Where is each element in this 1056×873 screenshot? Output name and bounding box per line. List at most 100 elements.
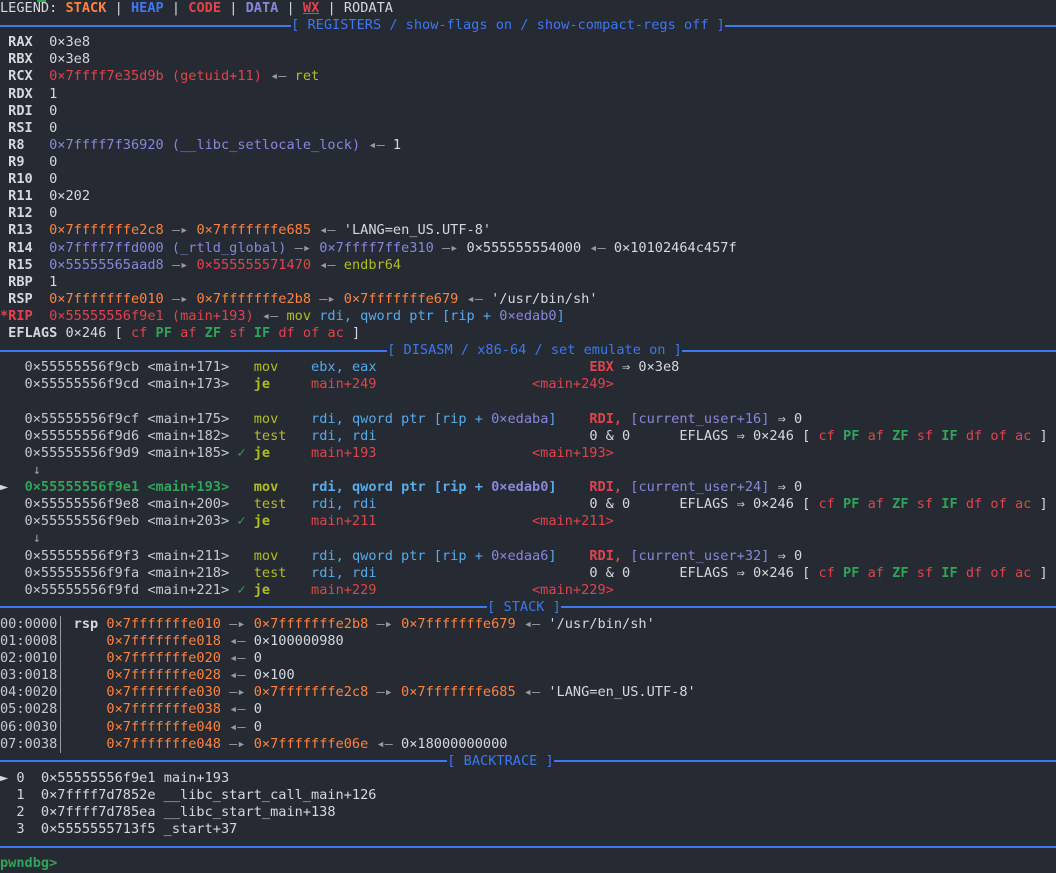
text-segment: 0×5555555713f5 _start+37 bbox=[40, 821, 238, 838]
register-row-r15: R15 0×55555565aad8 —▸ 0×555555571470 ◂— … bbox=[0, 257, 1056, 274]
text-segment: 0×7fffffffe685 bbox=[196, 222, 312, 239]
text-segment: 0×7ffff7e35d9b (getuid+11) bbox=[49, 68, 262, 85]
register-row-r14: R14 0×7ffff7ffd000 (_rtld_global) —▸ 0×7… bbox=[0, 240, 1056, 257]
register-row-r10: R10 0 bbox=[0, 171, 1056, 188]
disasm-arrow-2: ↓ bbox=[0, 530, 1056, 547]
text-segment: 0×7fffffffe2c8 bbox=[49, 222, 164, 239]
text-segment: rdi, qword ptr [rip + bbox=[311, 547, 492, 564]
text-segment: ◂— bbox=[220, 701, 254, 718]
text-segment: 'LANG=en_US.UTF-8' bbox=[343, 222, 492, 239]
text-segment: ► bbox=[0, 479, 9, 496]
stack-row-04: 04:0020│ 0×7fffffffe030 —▸ 0×7fffffffe2c… bbox=[0, 684, 1056, 702]
text-segment bbox=[884, 496, 892, 512]
text-segment: 0×7ffff7f36920 (__libc_setlocale_lock) bbox=[49, 136, 361, 153]
text-segment: ebx, eax bbox=[311, 359, 377, 376]
text-segment: ] bbox=[556, 307, 565, 324]
text-segment bbox=[246, 582, 254, 598]
text-segment bbox=[246, 445, 254, 461]
text-segment: cf bbox=[818, 496, 835, 513]
text-segment: 0×7fffffffe2b8 bbox=[196, 290, 312, 307]
text-segment: df bbox=[965, 496, 983, 513]
backtrace-header: [ BACKTRACE ] bbox=[0, 753, 1056, 770]
text-segment: 0×7fffffffe030 bbox=[106, 684, 221, 701]
text-segment: rdi, rdi bbox=[311, 564, 377, 581]
text-segment bbox=[377, 582, 533, 598]
text-segment: 0×edaba bbox=[491, 410, 549, 427]
text-segment: —▸ bbox=[163, 256, 197, 273]
text-segment: 0×555555571470 bbox=[196, 256, 312, 273]
text-segment bbox=[909, 565, 917, 581]
stack-row-07: 07:0038│ 0×7fffffffe048 —▸ 0×7fffffffe06… bbox=[0, 735, 1056, 753]
register-row-rbp: RBP 1 bbox=[0, 274, 1056, 291]
text-segment: sf bbox=[229, 325, 246, 342]
text-segment bbox=[246, 325, 254, 341]
text-segment: ZF bbox=[892, 427, 909, 444]
text-segment: 0×55555556f9e8 <main+200> bbox=[0, 496, 230, 513]
register-row-rcx: RCX 0×7ffff7e35d9b (getuid+11) ◂— ret bbox=[0, 68, 1056, 85]
separator-rule bbox=[560, 606, 1056, 609]
text-segment: RAX bbox=[0, 34, 33, 51]
separator-rule bbox=[553, 760, 1056, 763]
text-segment: '/usr/bin/sh' bbox=[548, 615, 655, 632]
text-segment: 0×edab0 bbox=[499, 307, 557, 324]
text-segment bbox=[229, 411, 254, 427]
text-segment: EFLAGS bbox=[0, 325, 58, 342]
text-segment: R12 bbox=[0, 205, 33, 222]
text-segment: 2 bbox=[0, 804, 41, 821]
text-segment bbox=[377, 513, 533, 529]
text-segment: endbr64 bbox=[343, 256, 402, 273]
text-segment: ✓ bbox=[237, 513, 246, 530]
prompt-line[interactable]: pwndbg> bbox=[0, 855, 1056, 872]
text-segment: ◂— bbox=[261, 68, 295, 85]
text-segment bbox=[8, 479, 24, 495]
text-segment: 1 bbox=[392, 136, 402, 153]
text-segment: <main+249> bbox=[532, 376, 614, 393]
text-segment bbox=[286, 428, 311, 444]
text-segment: ret bbox=[294, 68, 320, 85]
text-segment: STACK bbox=[65, 0, 107, 16]
column-divider: │ bbox=[57, 684, 65, 702]
text-segment bbox=[65, 650, 106, 666]
text-segment: [current_user+32] bbox=[630, 547, 770, 564]
text-segment: main+249 bbox=[311, 376, 377, 393]
text-segment: 0×55555556f9fa <main+218> bbox=[0, 564, 230, 581]
text-segment: RBP bbox=[0, 273, 33, 290]
text-segment: 0×7fffffffe679 bbox=[401, 615, 516, 632]
register-row-r13: R13 0×7fffffffe2c8 —▸ 0×7fffffffe685 ◂— … bbox=[0, 222, 1056, 239]
text-segment: rsp bbox=[73, 615, 99, 632]
text-segment: 06:0030 bbox=[0, 718, 58, 735]
text-segment: 0×55555556f9cf <main+175> bbox=[0, 410, 230, 427]
text-segment: ↓ bbox=[0, 461, 41, 478]
text-segment: EBX bbox=[589, 359, 614, 376]
text-segment: of bbox=[990, 496, 1007, 513]
text-segment: mov bbox=[253, 359, 279, 376]
text-segment bbox=[33, 86, 49, 102]
text-segment: R15 bbox=[0, 256, 33, 273]
column-divider: │ bbox=[57, 735, 65, 753]
separator-rule bbox=[0, 349, 388, 352]
text-segment bbox=[65, 633, 106, 649]
bottom-divider bbox=[0, 838, 1056, 855]
text-segment bbox=[377, 496, 590, 512]
text-segment bbox=[557, 548, 590, 564]
text-segment: PF bbox=[843, 427, 860, 444]
text-segment: ] bbox=[1031, 564, 1048, 581]
separator-rule bbox=[0, 24, 292, 27]
text-segment: RDI, bbox=[589, 410, 623, 427]
text-segment bbox=[1007, 428, 1015, 444]
text-segment bbox=[1007, 496, 1015, 512]
disasm-line-main171: 0×55555556f9cb <main+171> mov ebx, eax E… bbox=[0, 359, 1056, 376]
text-segment: 0×7ffff7d7852e __libc_start_call_main+12… bbox=[40, 787, 377, 804]
text-segment: ◂— bbox=[360, 136, 393, 153]
text-segment bbox=[33, 308, 49, 324]
text-segment: —▸ bbox=[311, 290, 344, 307]
section-title: [ BACKTRACE ] bbox=[447, 752, 554, 769]
text-segment: ] bbox=[343, 325, 361, 342]
text-segment: <main+211> bbox=[532, 513, 614, 530]
text-segment: 0×edab0 bbox=[491, 479, 549, 496]
text-segment: 3 bbox=[0, 821, 41, 838]
text-segment bbox=[557, 479, 590, 495]
text-segment: 07:0038 bbox=[0, 735, 58, 752]
text-segment: —▸ bbox=[368, 684, 402, 701]
text-segment: RODATA bbox=[343, 0, 393, 16]
